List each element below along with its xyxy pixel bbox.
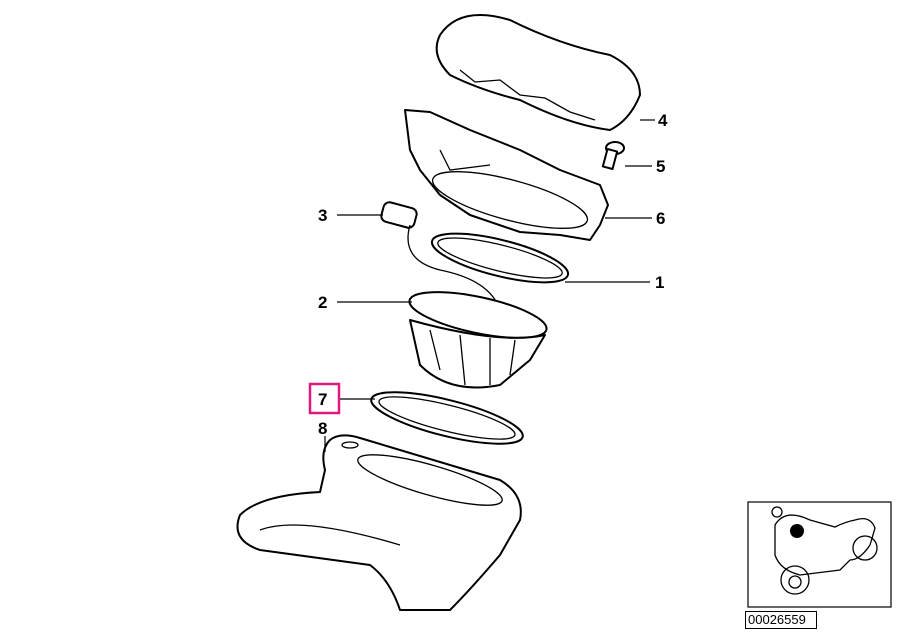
callout-8[interactable]: 8 [318, 419, 327, 438]
part-1-ring[interactable] [428, 224, 573, 293]
location-marker [790, 524, 804, 538]
thumbnail-number: 00026559 [745, 611, 817, 629]
part-4-cover[interactable] [435, 14, 641, 131]
part-2-housing[interactable] [406, 283, 550, 389]
part-7-gasket[interactable] [367, 382, 527, 455]
callout-6[interactable]: 6 [656, 209, 665, 228]
highlight-box [308, 382, 341, 415]
part-6-frame[interactable] [404, 109, 609, 241]
part-8-elbow[interactable] [236, 434, 522, 611]
callout-1[interactable]: 1 [655, 273, 664, 292]
part-5-screw[interactable] [601, 141, 625, 170]
callout-4[interactable]: 4 [658, 111, 668, 130]
callout-2[interactable]: 2 [318, 293, 327, 312]
callout-3[interactable]: 3 [318, 206, 327, 225]
part-3-plug[interactable] [380, 201, 501, 371]
callout-7[interactable]: 7 [318, 390, 327, 409]
motorcycle-thumbnail [747, 501, 892, 608]
callout-5[interactable]: 5 [656, 157, 665, 176]
